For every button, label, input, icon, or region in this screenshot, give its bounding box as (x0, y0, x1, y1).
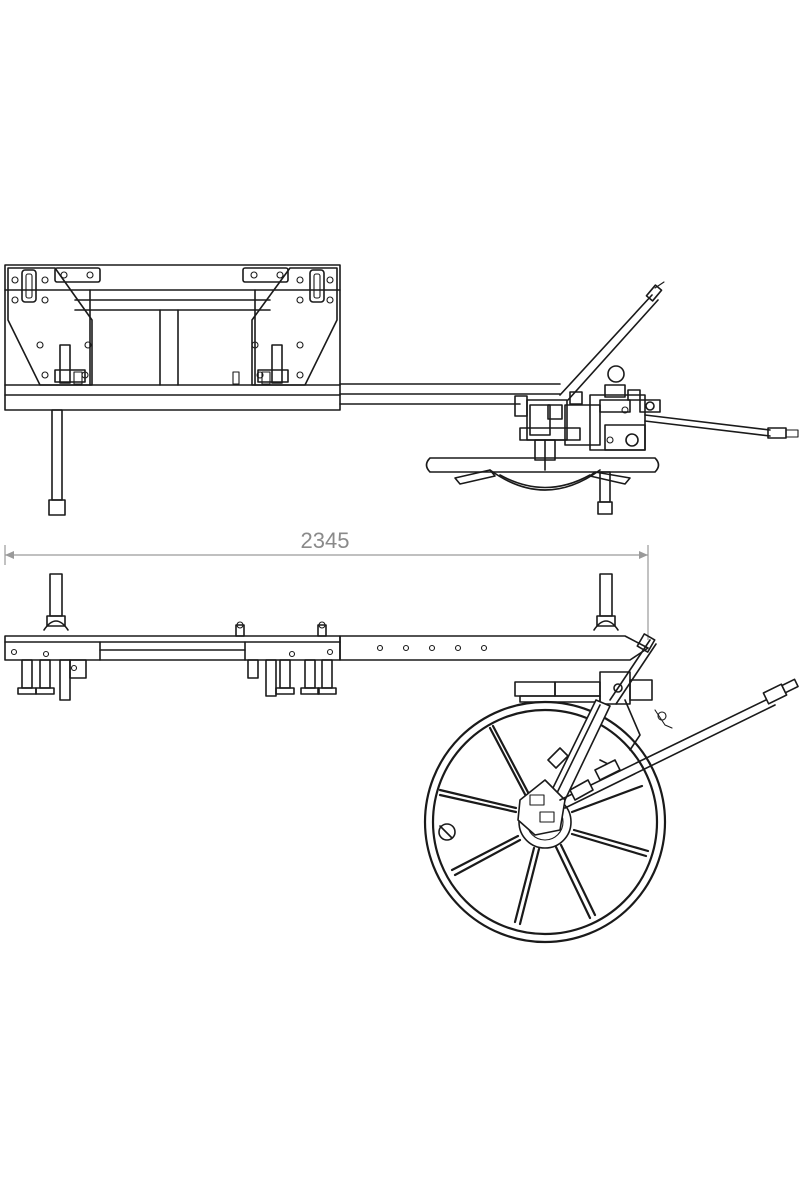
side-view (4, 573, 799, 944)
frame-left-box (4, 264, 341, 411)
lift-arm-top (559, 281, 665, 401)
side-post-left (43, 573, 69, 631)
support-leg-left (48, 409, 66, 516)
dimension-line: 2345 (4, 528, 649, 640)
pto-shaft-side (547, 678, 799, 809)
mounting-plate-left (7, 267, 101, 386)
hitch-brackets-left (17, 650, 87, 701)
main-beam-side (4, 635, 649, 661)
drawbar-top (339, 383, 561, 405)
gearbox-side (514, 671, 673, 751)
dimension-value: 2345 (301, 528, 350, 553)
side-post-right (593, 573, 619, 631)
drawbar-holes (10, 644, 488, 656)
mounting-plate-right (232, 267, 338, 386)
hitch-brackets-right (247, 650, 337, 697)
top-bolts (235, 621, 327, 637)
top-view (4, 264, 799, 516)
rotor-disc-top (425, 439, 660, 491)
rotor-wheel (423, 700, 667, 944)
lift-arm-side (517, 633, 657, 836)
support-leg-right (597, 471, 613, 515)
pto-shaft-top (644, 414, 799, 439)
